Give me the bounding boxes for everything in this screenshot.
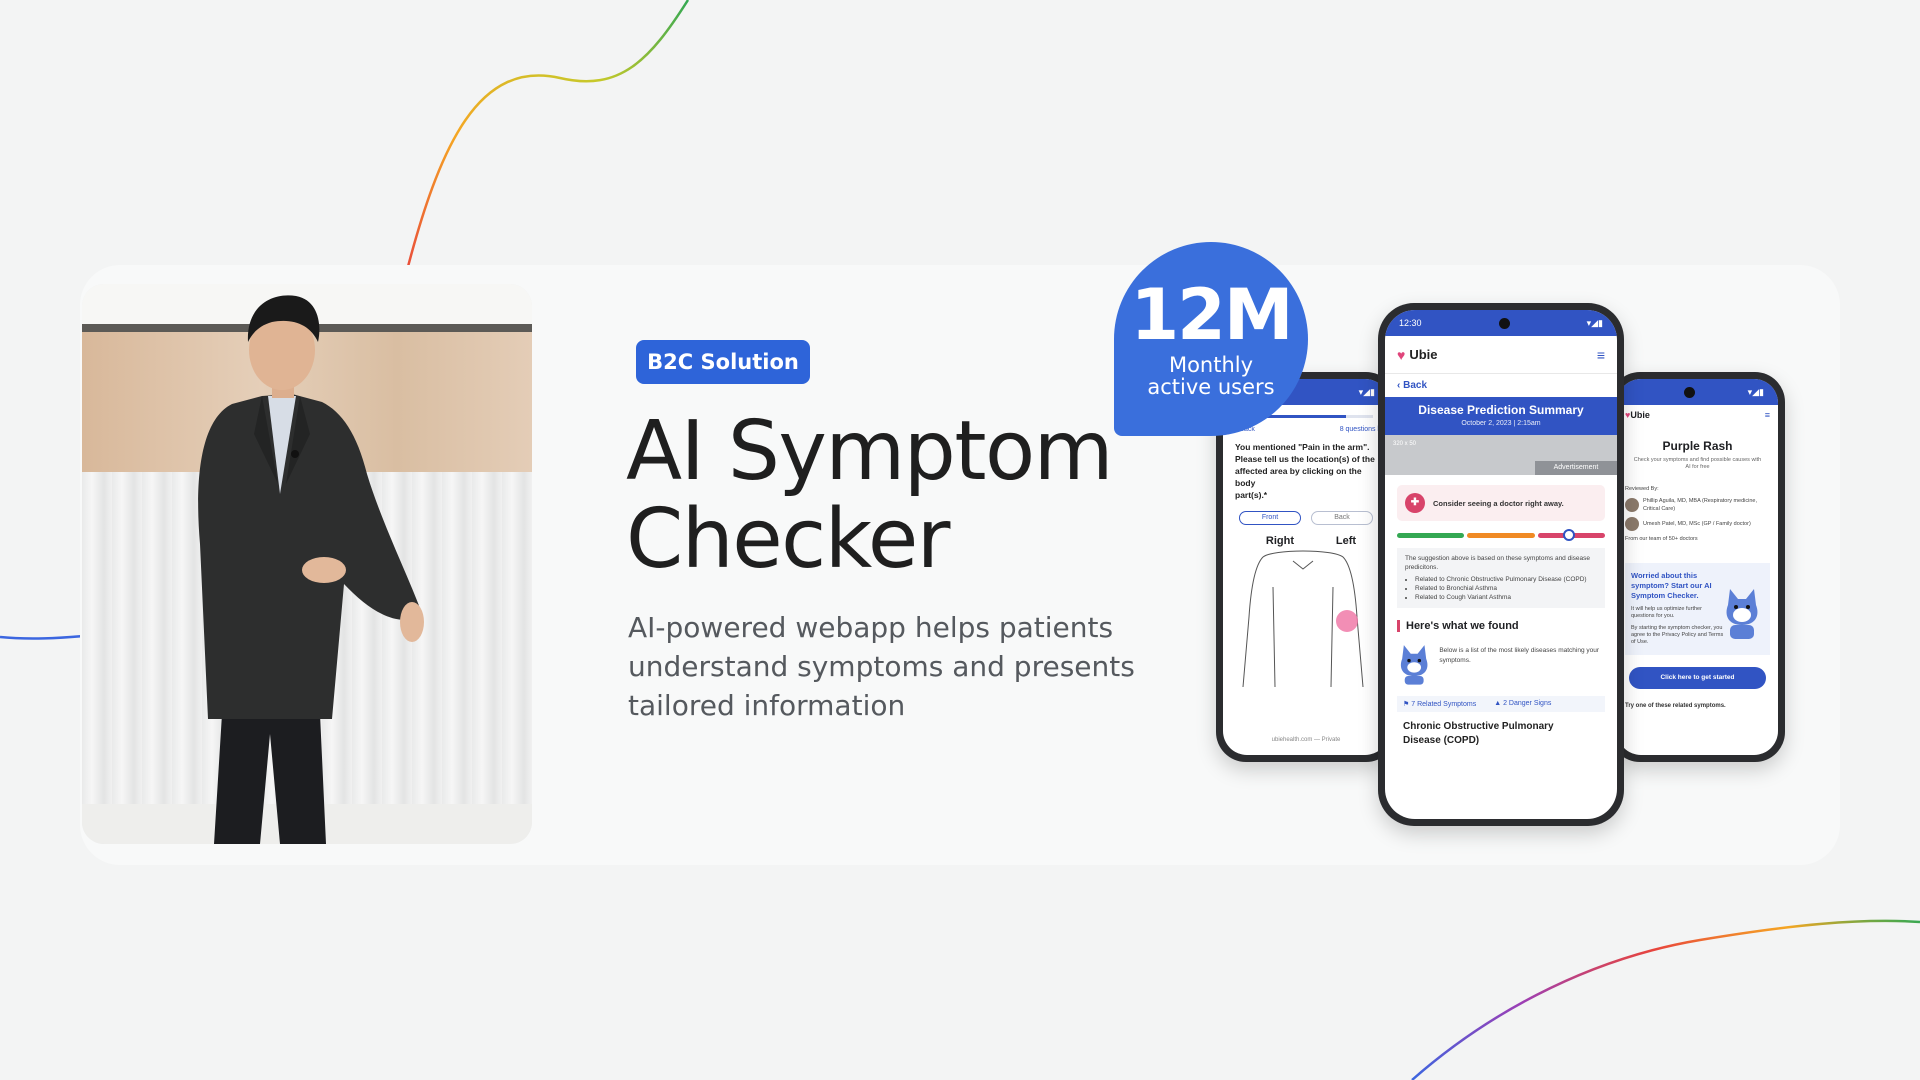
stat-bubble: 12M Monthly active users: [1114, 242, 1308, 436]
avatar: [1625, 517, 1639, 531]
status-icons: ▾◢▮: [1586, 317, 1603, 328]
menu-icon[interactable]: ≡: [1764, 410, 1770, 420]
ubie-logo[interactable]: ♥Ubie: [1397, 346, 1438, 363]
ad-label: Advertisement: [1535, 461, 1617, 475]
question-text: You mentioned "Pain in the arm". Please …: [1235, 442, 1375, 500]
symptom-title: Purple Rash: [1662, 439, 1733, 453]
toggle-front[interactable]: Front: [1239, 511, 1301, 525]
status-time: 12:30: [1399, 318, 1422, 328]
meter-knob: [1563, 529, 1575, 541]
back-link[interactable]: ‹ Back: [1397, 380, 1428, 391]
front-back-toggle: Front Back: [1223, 501, 1389, 525]
cat-mascot-icon: [1726, 589, 1758, 639]
presenter-figure: [198, 295, 424, 844]
result-tags: ⚑ 7 Related Symptoms ▲ 2 Danger Signs: [1397, 696, 1605, 712]
status-icons: ▾◢▮: [1358, 386, 1375, 397]
summary-title: Disease Prediction Summary: [1418, 403, 1584, 417]
team-link[interactable]: From our team of 50+ doctors: [1625, 536, 1698, 542]
related-symptoms: Try one of these related symptoms.: [1625, 703, 1726, 709]
get-started-button[interactable]: Click here to get started: [1629, 667, 1766, 689]
phone-symptom-page: ▾◢▮ ♥Ubie ≡ Purple Rash Check your sympt…: [1610, 372, 1785, 762]
phone-screen: 12:30 ▾◢▮ ♥Ubie ≡ ‹ Back Disease Predict…: [1385, 310, 1617, 819]
cat-mascot-icon: [1400, 645, 1428, 685]
phone-screen: ▾◢▮ ♥Ubie ≡ Purple Rash Check your sympt…: [1617, 379, 1778, 755]
question-progress-bar: [1239, 415, 1373, 418]
list-item: Related to Cough Variant Asthma: [1415, 593, 1597, 602]
avatar: [1625, 498, 1639, 512]
category-badge: B2C Solution: [636, 340, 810, 384]
label-left: Left: [1335, 535, 1357, 547]
phone-prediction-summary: 12:30 ▾◢▮ ♥Ubie ≡ ‹ Back Disease Predict…: [1378, 303, 1624, 826]
hospital-icon: ✚: [1405, 493, 1425, 513]
list-item: Related to Bronchial Asthma: [1415, 584, 1597, 593]
title-line: Checker: [626, 492, 951, 587]
danger-signs-tag[interactable]: ▲ 2 Danger Signs: [1494, 700, 1552, 707]
body-diagram[interactable]: [1223, 547, 1389, 697]
list-item: Related to Chronic Obstructive Pulmonary…: [1415, 575, 1597, 584]
urgency-warning: ✚ Consider seeing a doctor right away.: [1397, 485, 1605, 521]
question-count: 8 questions l: [1339, 426, 1379, 433]
slide-subtitle: AI-powered webapp helps patients underst…: [628, 608, 1148, 725]
checker-promo: Worried about this symptom? Start our AI…: [1625, 563, 1770, 655]
subtitle-line: tailored information: [628, 689, 906, 722]
stat-value: 12M: [1130, 274, 1293, 356]
subtitle-line: AI-powered webapp helps patients: [628, 611, 1114, 644]
ad-banner[interactable]: 320 x 50 Advertisement: [1385, 435, 1617, 475]
phone-screen: ▾◢▮ ‹ Back 8 questions l You mentioned "…: [1223, 379, 1389, 755]
heart-icon: ♥: [1397, 346, 1406, 363]
slide-title: AI Symptom Checker: [626, 408, 1146, 584]
summary-date: October 2, 2023 | 2:15am: [1461, 420, 1541, 427]
ubie-logo[interactable]: ♥Ubie: [1625, 410, 1650, 420]
subtitle-line: understand symptoms and presents: [628, 650, 1135, 683]
related-symptoms-tag[interactable]: ⚑ 7 Related Symptoms: [1403, 701, 1477, 708]
footer-url: ubiehealth.com — Private: [1271, 737, 1341, 743]
reviewers: Reviewed By: Phillip Aguila, MD, MBA (Re…: [1625, 485, 1770, 543]
presenter-video: [82, 284, 532, 844]
toggle-back[interactable]: Back: [1311, 511, 1373, 525]
app-navbar: ♥Ubie ≡: [1385, 336, 1617, 374]
symptom-subtitle: Check your symptoms and find possible ca…: [1633, 457, 1762, 470]
menu-icon[interactable]: ≡: [1596, 346, 1605, 363]
title-line: AI Symptom: [626, 404, 1114, 499]
disease-result[interactable]: Chronic Obstructive Pulmonary Disease (C…: [1403, 721, 1554, 746]
label-right: Right: [1265, 535, 1295, 547]
phone-body-location: ▾◢▮ ‹ Back 8 questions l You mentioned "…: [1216, 372, 1396, 762]
heart-icon: ♥: [1625, 410, 1631, 420]
urgency-meter: [1397, 529, 1605, 541]
prediction-basis: The suggestion above is based on these s…: [1397, 548, 1605, 608]
found-heading: Here's what we found: [1397, 620, 1605, 632]
camera-icon: [1498, 317, 1510, 329]
stat-label: Monthly active users: [1147, 353, 1275, 399]
summary-header: Disease Prediction Summary October 2, 20…: [1385, 397, 1617, 435]
